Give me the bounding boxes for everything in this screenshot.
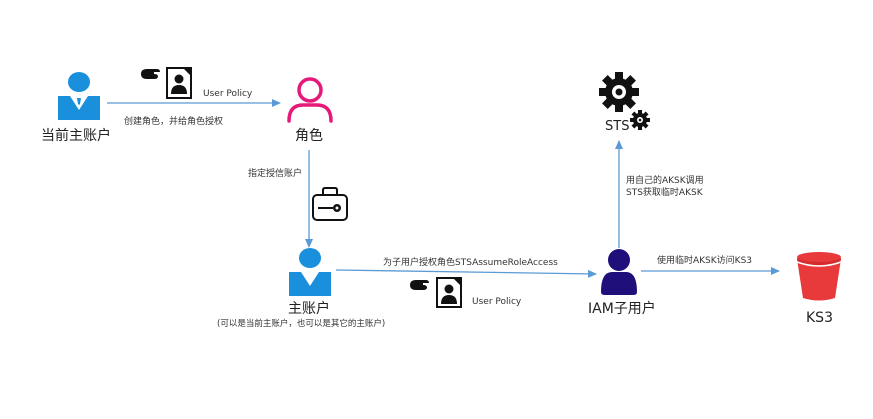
main-account-label: 主账户	[288, 301, 330, 317]
arrow-main-account-to-iam	[335, 269, 597, 278]
create-role-label: 创建角色，并给角色授权	[124, 117, 224, 127]
contact-card-icon	[166, 67, 192, 99]
user-policy-label-top: User Policy	[203, 89, 253, 99]
role-person-icon	[287, 77, 333, 123]
sts-small-gear-icon	[630, 110, 650, 130]
hand-pointer-icon	[141, 69, 160, 79]
briefcase-key-icon	[312, 187, 348, 221]
user-policy-label-bottom: User Policy	[472, 297, 522, 307]
call-sts-label-line1: 用自己的AKSK调用	[626, 176, 704, 186]
contact-card-icon-bottom	[436, 277, 462, 308]
current-main-account-label: 当前主账户	[41, 128, 111, 144]
role-label: 角色	[295, 128, 323, 144]
hand-pointer-icon-bottom	[410, 280, 429, 290]
sts-label: STS	[605, 119, 630, 134]
iam-sub-user-label: IAM子用户	[588, 301, 656, 317]
specify-trusted-account-label: 指定授信账户	[248, 169, 303, 179]
main-account-note: (可以是当前主账户，也可以是其它的主账户)	[217, 319, 386, 329]
account-user-icon	[58, 72, 100, 120]
iam-user-icon	[601, 249, 637, 295]
access-ks3-label: 使用临时AKSK访问KS3	[657, 256, 753, 266]
grant-sts-role-label: 为子用户授权角色STSAssumeRoleAccess	[383, 258, 558, 268]
ks3-label: KS3	[806, 310, 833, 326]
main-account-user-icon	[289, 248, 331, 296]
call-sts-label-line2: STS获取临时AKSK	[626, 188, 703, 198]
sts-gear-icon	[599, 72, 639, 112]
ks3-bucket-icon	[796, 252, 842, 301]
